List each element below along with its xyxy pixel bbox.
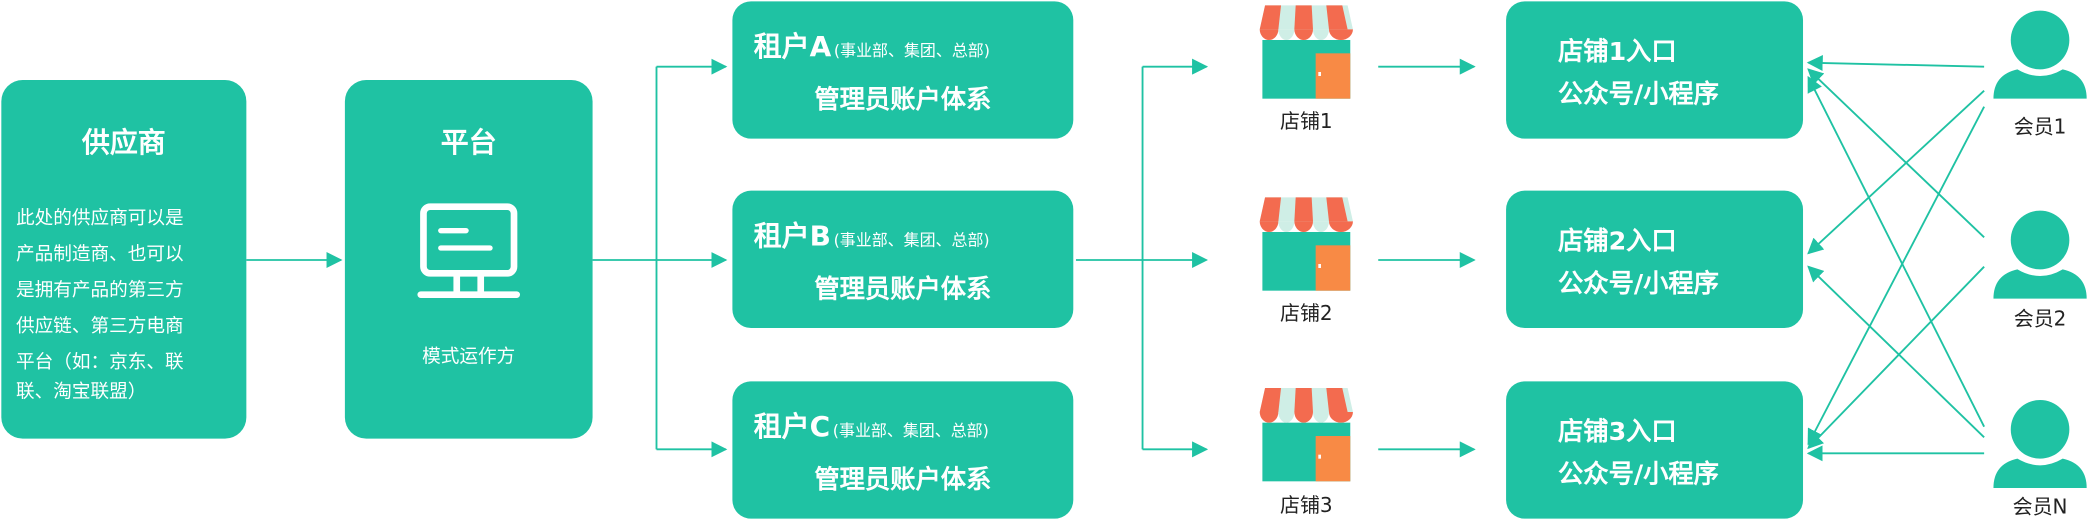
svg-text:租户C(事业部、集团、总部): 租户C(事业部、集团、总部): [754, 410, 989, 443]
entry-channels: 公众号/小程序: [1558, 269, 1719, 298]
store-3: 店铺3: [1259, 388, 1353, 517]
arrow-memberN-to-entry2: [1807, 265, 1985, 439]
platform-subtitle: 模式运作方: [422, 347, 515, 368]
monitor-icon: [417, 203, 521, 298]
supplier-desc-line: 平台（如：京东、联: [16, 352, 184, 373]
supplier-box: 供应商 此处的供应商可以是 产品制造商、也可以 是拥有产品的第三方 供应链、第三…: [1, 80, 247, 439]
svg-text:租户B(事业部、集团、总部): 租户B(事业部、集团、总部): [754, 219, 990, 252]
entry-title: 店铺3入口: [1558, 417, 1677, 446]
entry-channels: 公众号/小程序: [1558, 80, 1719, 109]
arrow-member1-to-entry3: [1807, 106, 1985, 446]
supplier-desc-line: 联、淘宝联盟）: [16, 381, 146, 402]
tenant-account-system: 管理员账户体系: [814, 274, 991, 303]
storefront-icon: [1259, 5, 1353, 99]
entry-title: 店铺2入口: [1558, 226, 1677, 255]
tenant-box-b: 租户B(事业部、集团、总部) 管理员账户体系: [732, 190, 1074, 328]
storefront-icon: [1259, 197, 1353, 291]
entry-box-3: 店铺3入口 公众号/小程序: [1506, 381, 1804, 519]
supplier-desc-line: 是拥有产品的第三方: [16, 280, 184, 301]
store-label: 店铺3: [1280, 493, 1333, 517]
arrow-member1-to-entry2: [1807, 89, 1985, 255]
arrow-member2-to-entry3: [1807, 266, 1985, 450]
store-label: 店铺1: [1280, 109, 1333, 133]
tenant-box-c: 租户C(事业部、集团、总部) 管理员账户体系: [732, 381, 1074, 519]
svg-text:租户A(事业部、集团、总部): 租户A(事业部、集团、总部): [754, 30, 990, 63]
member-2: 会员2: [1993, 210, 2087, 330]
entry-title: 店铺1入口: [1558, 37, 1677, 66]
entry-channels: 公众号/小程序: [1558, 460, 1719, 489]
arrow-memberN-to-entry1: [1807, 75, 1985, 428]
platform-box: 平台 模式运作方: [344, 80, 593, 439]
entry-box-2: 店铺2入口 公众号/小程序: [1506, 190, 1804, 328]
tenant-note: (事业部、集团、总部): [833, 421, 989, 440]
supplier-desc-line: 产品制造商、也可以: [16, 244, 184, 265]
store-label: 店铺2: [1280, 301, 1333, 325]
tenant-note: (事业部、集团、总部): [834, 41, 990, 60]
entry-box-1: 店铺1入口 公众号/小程序: [1506, 1, 1804, 139]
store-2: 店铺2: [1259, 197, 1353, 325]
storefront-icon: [1259, 388, 1353, 482]
arrow-member1-to-entry1: [1806, 54, 1985, 71]
user-icon: [1993, 10, 2087, 99]
user-icon: [1993, 210, 2087, 299]
supplier-desc-line: 此处的供应商可以是: [16, 208, 184, 229]
tenant-name: 租户B: [754, 219, 831, 252]
member-label: 会员2: [2014, 306, 2067, 330]
tenant-note: (事业部、集团、总部): [834, 230, 990, 249]
user-icon: [1993, 400, 2087, 488]
store-1: 店铺1: [1259, 5, 1353, 133]
platform-title: 平台: [441, 126, 497, 159]
member-n: 会员N: [1993, 400, 2087, 518]
tenant-account-system: 管理员账户体系: [814, 85, 991, 114]
tenant-name: 租户A: [754, 30, 832, 63]
member-label: 会员N: [2013, 494, 2068, 518]
supplier-desc-line: 供应链、第三方电商: [16, 316, 184, 337]
supplier-title: 供应商: [81, 126, 166, 159]
tenant-name: 租户C: [754, 410, 830, 443]
member-1: 会员1: [1993, 10, 2087, 138]
tenant-box-a: 租户A(事业部、集团、总部) 管理员账户体系: [732, 1, 1074, 139]
connectors: [246, 54, 1985, 462]
tenant-account-system: 管理员账户体系: [814, 465, 991, 494]
member-label: 会员1: [2014, 114, 2067, 138]
arrow-member2-to-entry1: [1807, 68, 1985, 239]
